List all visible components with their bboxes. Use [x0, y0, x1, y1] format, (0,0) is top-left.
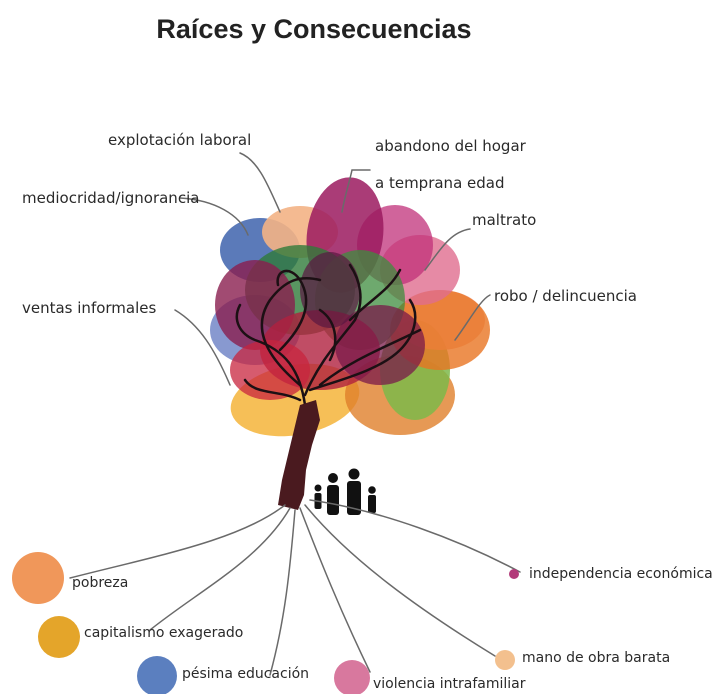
diagram-title: Raíces y Consecuencias: [0, 14, 728, 45]
label-maltrato: maltrato: [472, 211, 537, 229]
tree-trunk: [278, 400, 320, 510]
tree-canopy: [210, 177, 490, 437]
title-text: Raíces y Consecuencias: [156, 14, 472, 44]
label-abandono-line1: abandono del hogar: [375, 137, 526, 155]
canopy-petal: [300, 252, 360, 328]
independencia-circle: [509, 569, 519, 579]
label-educacion: pésima educación: [182, 666, 310, 682]
label-explotacion-laboral: explotación laboral: [108, 131, 252, 149]
tree-branches: [235, 263, 422, 407]
label-abandono-line2: a temprana edad: [375, 174, 505, 192]
label-capitalismo: capitalismo exagerado: [84, 625, 244, 641]
label-pobreza: pobreza: [72, 575, 129, 591]
pobreza-circle: [12, 552, 64, 604]
label-ventas-informales: ventas informales: [22, 299, 157, 317]
label-mediocridad: mediocridad/ignorancia: [22, 189, 200, 207]
label-robo-delincuencia: robo / delincuencia: [494, 287, 637, 305]
label-violencia: violencia intrafamiliar: [373, 676, 526, 692]
label-mano-obra: mano de obra barata: [522, 650, 671, 666]
tree-roots: [69, 499, 521, 676]
mano-obra-circle: [495, 650, 515, 670]
capitalismo-circle: [38, 616, 80, 658]
violencia-circle: [334, 660, 370, 694]
family-icon: [314, 468, 376, 515]
consequence-leaders: [174, 152, 491, 386]
educacion-circle: [137, 656, 177, 694]
canopy-petal: [335, 305, 425, 385]
root-markers: [12, 552, 519, 694]
label-independencia: independencia económica: [529, 566, 713, 582]
